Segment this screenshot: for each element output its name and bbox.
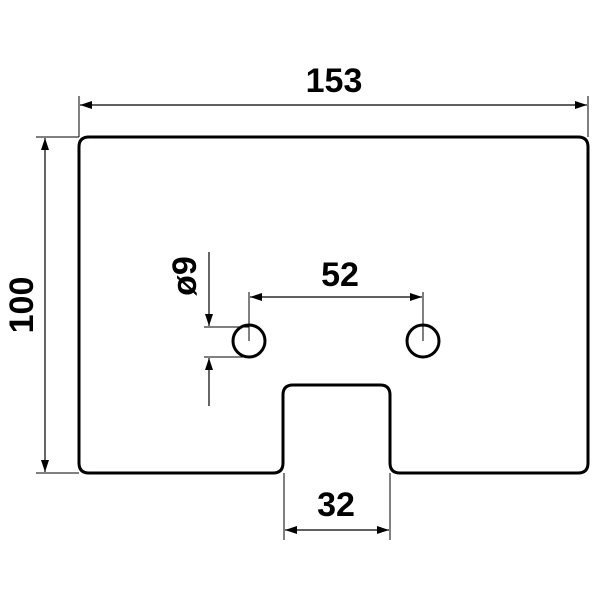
dimension-overall-width: 153 <box>78 62 589 137</box>
dimension-notch-width: 32 <box>283 473 391 540</box>
notch-width-label: 32 <box>317 486 355 524</box>
hole-diameter-label: ø9 <box>166 256 204 296</box>
dimension-hole-diameter: ø9 <box>166 252 249 406</box>
overall-height-label: 100 <box>3 277 41 334</box>
plate-outline <box>77 135 590 475</box>
dimension-overall-height: 100 <box>3 136 79 474</box>
overall-width-label: 153 <box>306 62 363 100</box>
dimension-hole-spacing: 52 <box>248 256 424 341</box>
hole-spacing-label: 52 <box>321 256 359 294</box>
